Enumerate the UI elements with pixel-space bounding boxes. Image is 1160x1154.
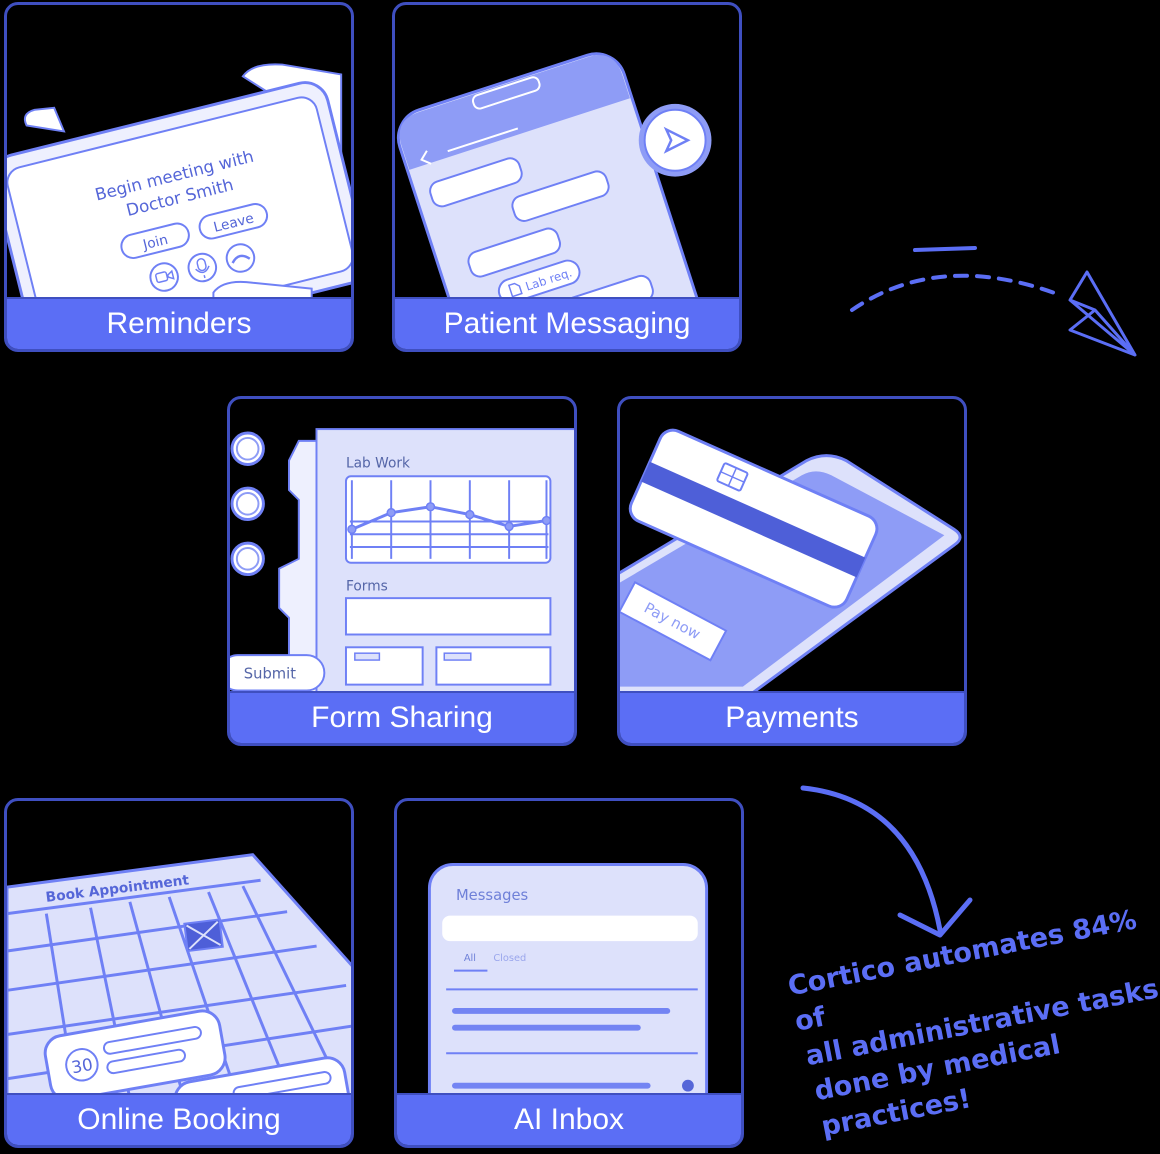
svg-text:Messages: Messages — [456, 887, 528, 904]
hang-up-icon — [225, 243, 256, 273]
card-label: Patient Messaging — [395, 297, 739, 349]
feature-card-online-booking[interactable]: Book Appointment 30 Online Booking — [4, 798, 354, 1148]
svg-text:Lab Work: Lab Work — [346, 455, 410, 471]
reminders-illustration: Begin meeting with Doctor Smith Join Lea… — [7, 63, 351, 305]
ai-inbox-illustration: Messages All Closed — [427, 863, 709, 1101]
back-chevron-icon — [420, 150, 432, 165]
tab-all: All — [464, 953, 476, 964]
card-label: Form Sharing — [230, 691, 574, 743]
svg-text:Submit: Submit — [244, 666, 296, 683]
document-icon — [507, 282, 523, 298]
send-button — [643, 108, 707, 172]
pay-now-button — [620, 580, 728, 662]
video-camera-icon — [149, 262, 179, 292]
form-sharing-illustration: Lab Work Forms Submit — [230, 428, 574, 699]
card-label: Reminders — [7, 297, 351, 349]
feature-card-ai-inbox[interactable]: Messages All Closed AI Inbox — [394, 798, 744, 1148]
svg-text:Join: Join — [141, 232, 170, 254]
patient-messaging-illustration: Lab req. — [396, 52, 725, 305]
unread-dot-icon — [682, 1079, 694, 1092]
send-icon — [663, 126, 691, 154]
paper-plane-icon — [1068, 270, 1137, 357]
search-bar — [442, 915, 698, 942]
tab-closed: Closed — [493, 953, 526, 964]
curved-arrow-icon — [800, 785, 973, 938]
attachment-chip — [497, 259, 581, 304]
feature-card-form-sharing[interactable]: Lab Work Forms Submit Form Sharing — [227, 396, 577, 746]
svg-text:Forms: Forms — [346, 578, 388, 594]
feature-card-payments[interactable]: Pay now Payments — [617, 396, 967, 746]
submit-button — [230, 654, 326, 692]
form-field — [344, 597, 552, 636]
card-label: AI Inbox — [397, 1093, 741, 1145]
paper-plane-arrow — [850, 246, 1137, 357]
svg-text:30: 30 — [70, 1054, 94, 1077]
leave-button — [198, 203, 269, 240]
card-label: Payments — [620, 691, 964, 743]
join-button — [120, 222, 190, 260]
online-booking-illustration: Book Appointment 30 — [7, 853, 351, 1101]
feature-card-reminders[interactable]: Begin meeting with Doctor Smith Join Lea… — [4, 2, 354, 352]
microphone-icon — [187, 252, 218, 283]
feature-card-patient-messaging[interactable]: Lab req. Patient Messaging — [392, 2, 742, 352]
payments-illustration: Pay now — [620, 428, 962, 698]
card-label: Online Booking — [7, 1093, 351, 1145]
